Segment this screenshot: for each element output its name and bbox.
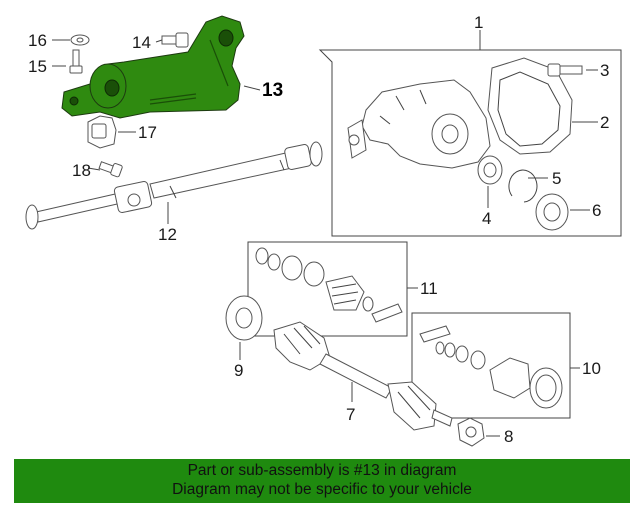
- seal-part-9[interactable]: [225, 295, 263, 341]
- bolt-part-3[interactable]: [547, 63, 583, 77]
- callout-3: 3: [600, 61, 609, 80]
- seal-part-4[interactable]: [477, 155, 503, 185]
- inner-joint-kit-part-11[interactable]: [255, 247, 403, 323]
- banner-line-part-number: Part or sub-assembly is #13 in diagram: [187, 462, 457, 479]
- callout-11: 11: [420, 279, 438, 298]
- banner-line-disclaimer: Diagram may not be specific to your vehi…: [172, 481, 472, 498]
- callout-10: 10: [582, 359, 601, 378]
- callout-5: 5: [552, 169, 561, 188]
- drive-shaft-part-12[interactable]: [25, 141, 323, 230]
- callout-6: 6: [592, 201, 601, 220]
- callout-15: 15: [28, 57, 47, 76]
- parts-diagram: 16 15 14 13 17 18 12 1 3 2 4 5 6 11 9 10…: [25, 13, 622, 447]
- mount-bushing-part-17[interactable]: [87, 115, 117, 149]
- differential-housing-part-1[interactable]: [347, 79, 491, 169]
- callout-4: 4: [482, 209, 491, 228]
- callout-1: 1: [474, 13, 483, 32]
- leader-lines: [52, 30, 598, 437]
- differential-group-box: [318, 49, 622, 237]
- seal-part-6[interactable]: [535, 193, 569, 231]
- bolt-part-14[interactable]: [161, 32, 189, 48]
- differential-cover-part-2[interactable]: [487, 57, 573, 155]
- callout-13: 13: [262, 80, 283, 101]
- callout-9: 9: [234, 361, 243, 380]
- nut-part-8[interactable]: [457, 417, 485, 447]
- subframe-mount-bracket-highlighted[interactable]: [61, 15, 245, 119]
- part-info-banner: Part or sub-assembly is #13 in diagram D…: [14, 459, 630, 503]
- callout-16: 16: [28, 31, 47, 50]
- bolt-part-15[interactable]: [69, 49, 83, 74]
- bolt-part-18[interactable]: [98, 161, 123, 178]
- callout-2: 2: [600, 113, 609, 132]
- callout-14: 14: [132, 33, 151, 52]
- snap-ring-part-5[interactable]: [508, 169, 538, 203]
- callout-8: 8: [504, 427, 513, 446]
- washer-part-16[interactable]: [70, 34, 90, 46]
- callout-7: 7: [346, 405, 355, 424]
- callout-labels: 16 15 14 13 17 18 12 1 3 2 4 5 6 11 9 10…: [28, 13, 609, 446]
- callout-18: 18: [72, 161, 91, 180]
- callout-17: 17: [138, 123, 157, 142]
- callout-12: 12: [158, 225, 177, 244]
- outer-joint-kit-part-10[interactable]: [419, 325, 563, 409]
- axle-shaft-part-7[interactable]: [273, 321, 453, 431]
